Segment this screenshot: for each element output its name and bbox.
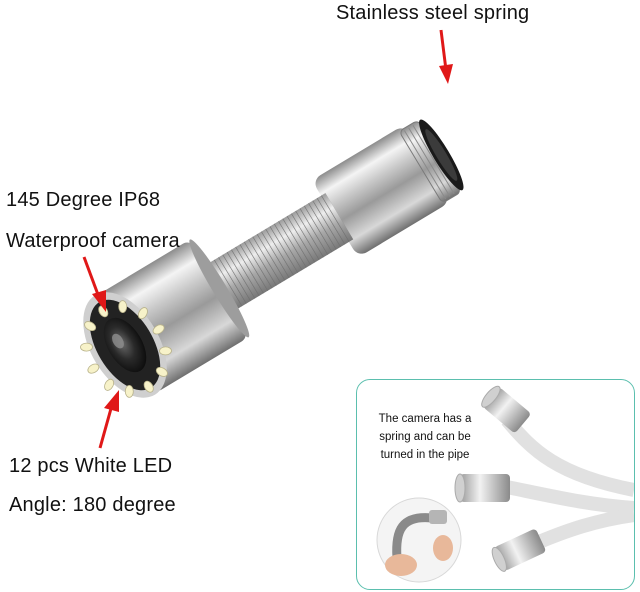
- inset-illustration: [376, 385, 634, 583]
- inset-caption-line2: spring and can be: [379, 431, 471, 443]
- white-led: [84, 321, 97, 332]
- inset-caption-line1: The camera has a: [378, 413, 472, 425]
- camera-arrow: [82, 256, 106, 312]
- white-led: [152, 324, 165, 335]
- inset-hand-photo: [376, 497, 462, 583]
- led-arrow: [98, 390, 119, 449]
- rear-fitting: [315, 119, 464, 254]
- white-led: [155, 366, 168, 377]
- spring-label: Stainless steel spring: [336, 2, 530, 24]
- white-led: [143, 380, 154, 393]
- white-led: [80, 342, 93, 352]
- inset-camera-top: [481, 385, 530, 433]
- spring-arrow: [439, 29, 453, 84]
- inset-camera-middle: [454, 473, 510, 503]
- white-led: [124, 385, 134, 398]
- led-label-line1: 12 pcs White LED: [9, 455, 173, 477]
- led-label-line2: Angle: 180 degree: [9, 494, 176, 516]
- camera-label-line1: 145 Degree IP68: [6, 189, 161, 211]
- white-led: [118, 300, 128, 313]
- white-led: [137, 307, 148, 320]
- white-led: [87, 363, 100, 374]
- inset-panel: The camera has a spring and can be turne…: [356, 379, 635, 590]
- inset-spring-curves: [495, 415, 634, 552]
- white-led: [104, 378, 115, 391]
- camera-label-line2: Waterproof camera: [6, 230, 180, 252]
- white-led: [159, 346, 172, 356]
- led-ring: [80, 300, 172, 398]
- camera-face: [83, 292, 167, 398]
- inset-caption: The camera has a spring and can be turne…: [365, 410, 485, 464]
- inset-caption-line3: turned in the pipe: [380, 449, 470, 461]
- inset-camera-bottom: [491, 529, 546, 572]
